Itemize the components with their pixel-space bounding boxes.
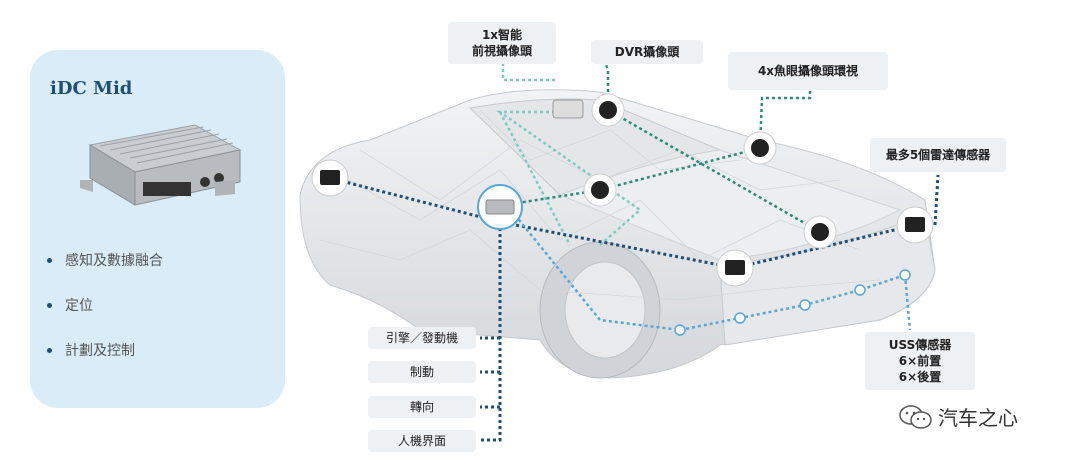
front-camera-icon (552, 99, 584, 119)
feature-item: 定位 (45, 295, 163, 340)
ecu-device-icon (80, 124, 242, 206)
watermark: 汽车之心 (898, 402, 1018, 431)
uss-sensor-icons (674, 269, 911, 336)
feature-item: 計劃及控制 (45, 340, 163, 385)
engine-label: 引擎／發動機 (368, 327, 476, 349)
fisheye-camera-label: 4x魚眼攝像頭環視 (728, 52, 888, 90)
front-wheel-rim (564, 261, 646, 359)
brake-label: 制動 (368, 361, 476, 383)
radar-label: 最多5個雷達傳感器 (870, 138, 1006, 172)
wechat-logo-icon (899, 404, 932, 429)
steering-label: 轉向 (368, 396, 476, 418)
panel-title: iDC Mid (50, 78, 133, 99)
radar-lines (329, 174, 940, 442)
feature-item: 感知及數據融合 (45, 250, 163, 295)
dvr-camera-label: DVR攝像頭 (591, 40, 703, 64)
watermark-text: 汽车之心 (938, 406, 1018, 430)
sensor-nodes (311, 93, 934, 336)
front-camera-label: 1x智能 前視攝像頭 (448, 22, 556, 64)
idc-mid-panel (30, 50, 285, 408)
feature-list: 感知及數據融合 定位 計劃及控制 (45, 250, 163, 385)
hmi-label: 人機界面 (368, 430, 476, 452)
uss-label: USS傳感器 6×前置 6×後置 (865, 332, 975, 390)
